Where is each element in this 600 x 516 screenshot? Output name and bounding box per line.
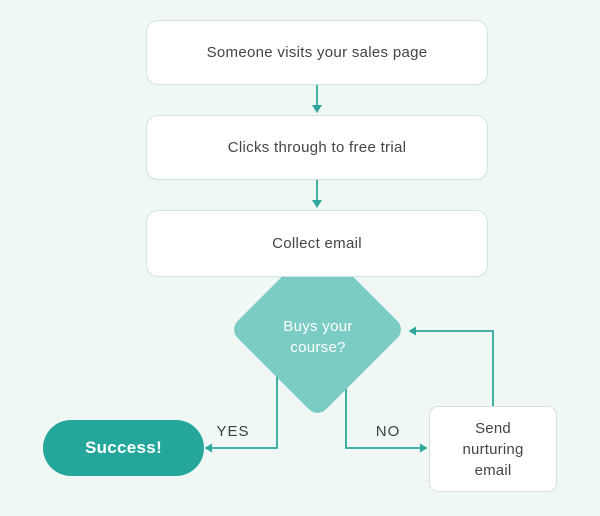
terminal-node-label: Success!: [84, 438, 163, 457]
process-node-sales-page: Someone visits your sales page: [146, 20, 488, 85]
process-node-label: Collect email: [272, 235, 362, 252]
process-node-label: Someone visits your sales page: [206, 44, 428, 61]
process-node-send-nurturing-email: Send nurturing email: [429, 406, 557, 492]
process-node-free-trial: Clicks through to free trial: [146, 115, 488, 180]
decision-label-line1: Buys your: [283, 318, 353, 335]
arrowhead-down-icon: [312, 105, 322, 113]
arrowhead-right-icon: [420, 443, 428, 453]
arrowhead-left-icon: [408, 326, 416, 336]
action-label-line3: email: [474, 461, 512, 479]
process-node-label: Clicks through to free trial: [227, 139, 407, 156]
arrow-step1-to-step2: [312, 85, 322, 113]
arrow-step2-to-step3: [312, 180, 322, 208]
arrowhead-down-icon: [312, 200, 322, 208]
edge-label-no: NO: [375, 423, 401, 440]
action-label-line1: Send: [475, 419, 511, 437]
edge-label-yes: YES: [216, 423, 250, 440]
arrow-decision-yes-to-success: [204, 355, 278, 453]
arrow-nurture-back-to-decision: [408, 326, 494, 407]
decision-label-line2: course?: [290, 339, 346, 356]
arrowhead-left-icon: [204, 443, 212, 453]
decision-node-label: Buys your course?: [243, 316, 393, 358]
action-label-line2: nurturing: [462, 440, 524, 458]
terminal-node-success: Success!: [43, 420, 204, 476]
process-node-collect-email: Collect email: [146, 210, 488, 277]
